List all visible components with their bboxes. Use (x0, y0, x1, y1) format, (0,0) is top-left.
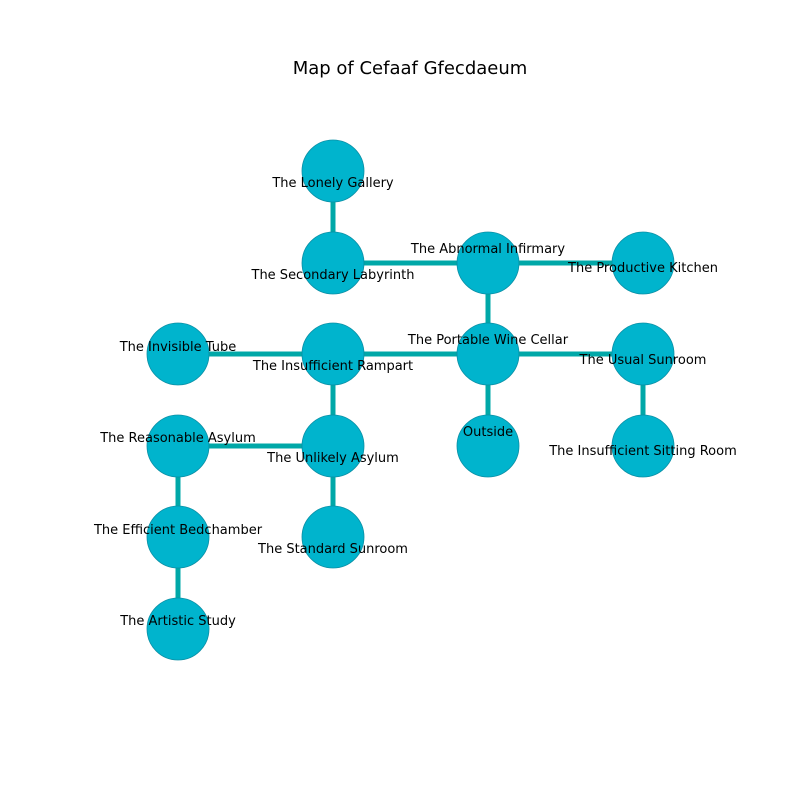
connections-layer (175, 171, 646, 629)
rooms-layer (146, 139, 675, 661)
room-node-insufficient-rampart (301, 322, 365, 386)
room-label-artistic-study: The Artistic Study (119, 614, 236, 629)
room-node-productive-kitchen (611, 231, 675, 295)
room-node-invisible-tube (146, 322, 210, 386)
room-label-portable-wine-cellar: The Portable Wine Cellar (407, 333, 569, 348)
map-title: Map of Cefaaf Gfecdaeum (293, 58, 528, 79)
room-node-abnormal-infirmary (456, 231, 520, 295)
room-node-outside (456, 414, 520, 478)
room-label-usual-sunroom: The Usual Sunroom (579, 353, 707, 368)
room-node-secondary-labyrinth (301, 231, 365, 295)
room-node-lonely-gallery (301, 139, 365, 203)
room-label-insufficient-rampart: The Insufficient Rampart (252, 359, 413, 374)
room-node-portable-wine-cellar (456, 322, 520, 386)
room-label-abnormal-infirmary: The Abnormal Infirmary (410, 242, 565, 257)
room-node-standard-sunroom (301, 505, 365, 569)
room-node-reasonable-asylum (146, 414, 210, 478)
room-label-lonely-gallery: The Lonely Gallery (271, 176, 394, 191)
room-label-outside: Outside (463, 425, 513, 440)
room-node-artistic-study (146, 597, 210, 661)
room-label-unlikely-asylum: The Unlikely Asylum (266, 451, 399, 466)
room-label-reasonable-asylum: The Reasonable Asylum (99, 431, 256, 446)
room-node-usual-sunroom (611, 322, 675, 386)
room-label-efficient-bedchamber: The Efficient Bedchamber (93, 523, 263, 538)
room-node-insufficient-sitting-room (611, 414, 675, 478)
room-node-efficient-bedchamber (146, 505, 210, 569)
room-label-standard-sunroom: The Standard Sunroom (257, 542, 408, 557)
room-label-secondary-labyrinth: The Secondary Labyrinth (251, 268, 415, 283)
room-node-unlikely-asylum (301, 414, 365, 478)
room-label-invisible-tube: The Invisible Tube (119, 340, 237, 355)
room-label-insufficient-sitting-room: The Insufficient Sitting Room (548, 444, 737, 459)
room-label-productive-kitchen: The Productive Kitchen (567, 261, 718, 276)
